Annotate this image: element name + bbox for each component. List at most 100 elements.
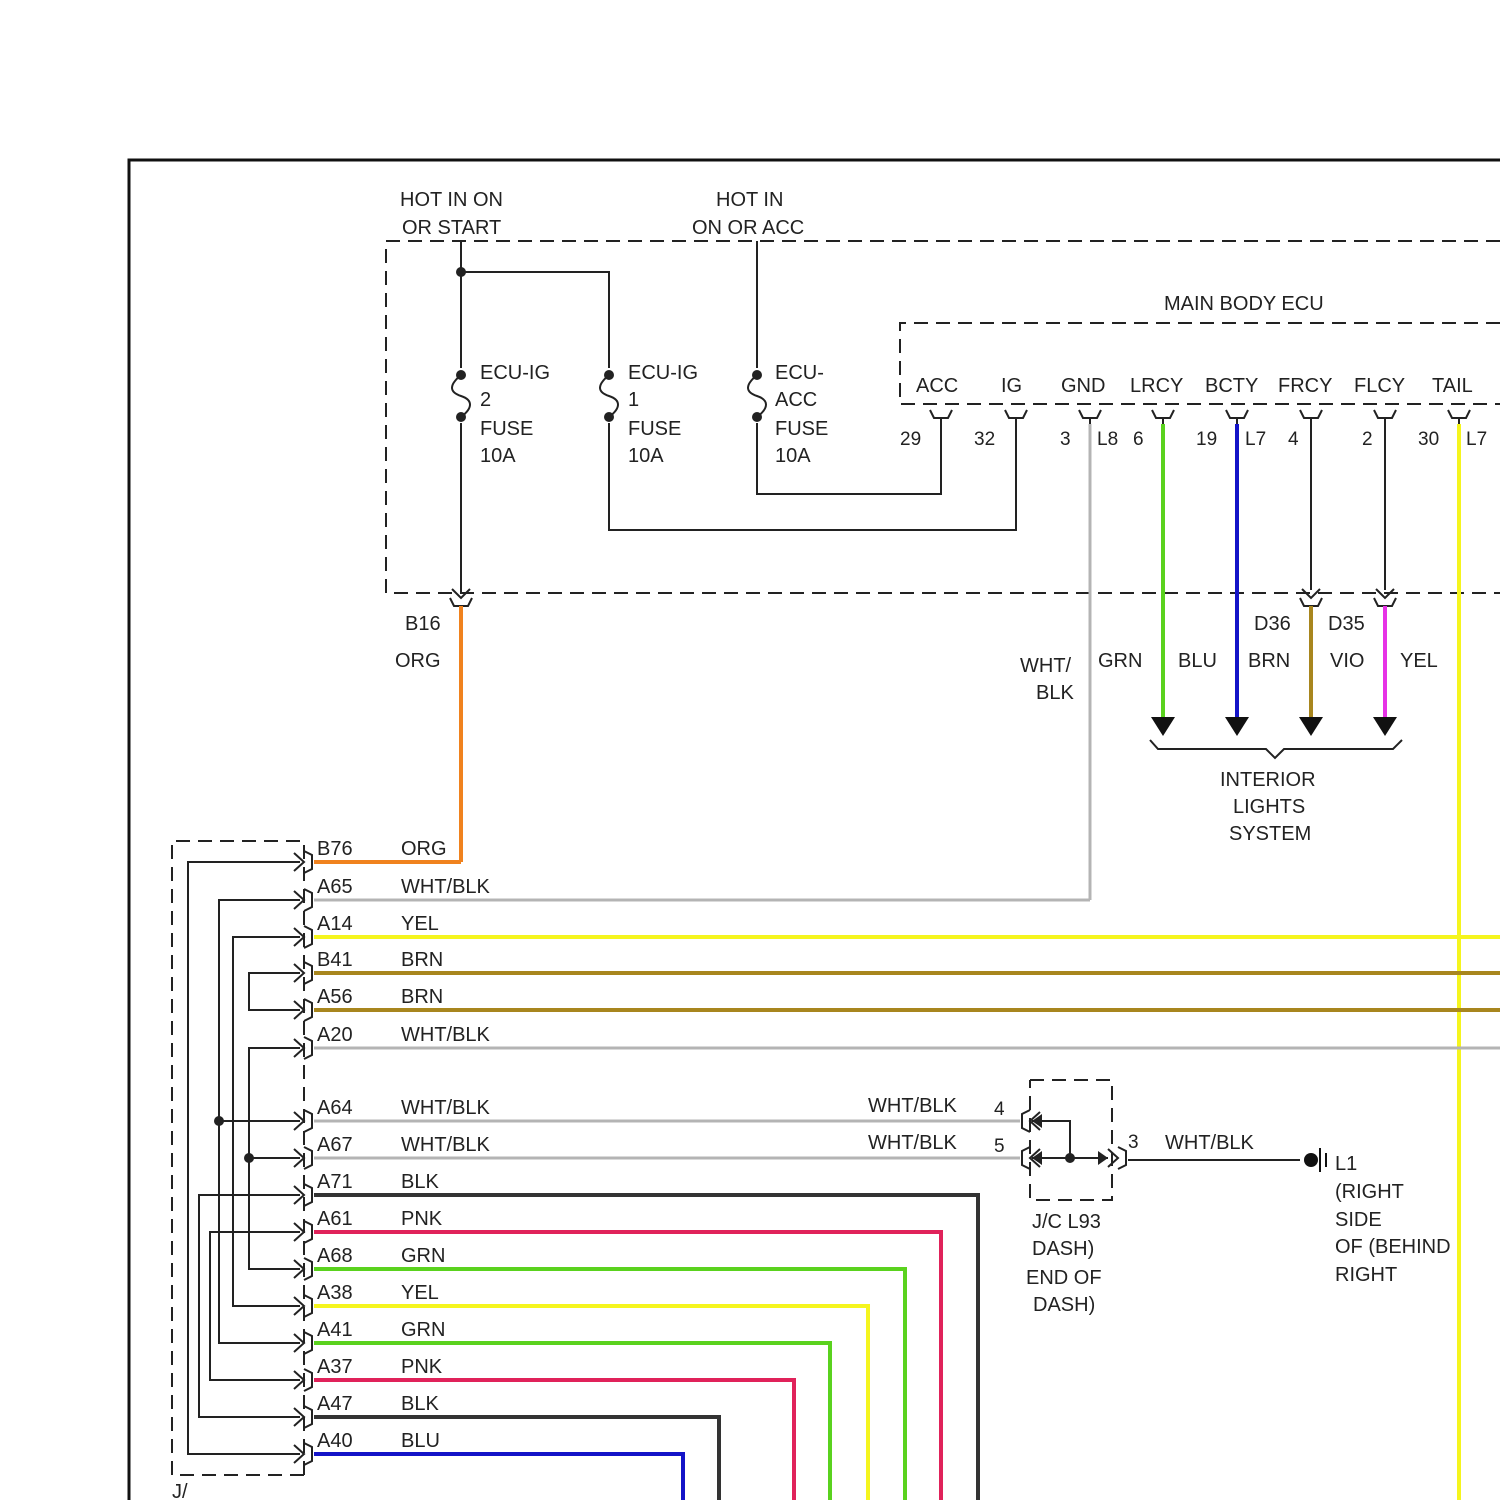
fuse-ecu-acc-symbol xyxy=(748,370,766,422)
jc-l93-wire-out-label: WHT/BLK xyxy=(1165,1132,1255,1154)
interior-lights-label-2: LIGHTS xyxy=(1233,796,1305,818)
junction-pin-b76-label: B76 xyxy=(317,838,353,860)
ecu-terminal-gnd: GND xyxy=(1061,375,1105,397)
junction-pin-a14-label: A14 xyxy=(317,913,353,935)
jc-l93-caption-1: J/C L93 xyxy=(1032,1211,1101,1233)
junction-pin-a68-label: A68 xyxy=(317,1245,353,1267)
hot-in-on-acc-line2: ON OR ACC xyxy=(692,217,804,239)
ecu-connector-acc-glyph xyxy=(930,410,952,424)
fuse-ecu-ig2-label-1: ECU-IG xyxy=(480,362,550,384)
junction-pin-a56-label: A56 xyxy=(317,986,353,1008)
junction-color-b76-label: ORG xyxy=(401,838,447,860)
interior-lights-label-1: INTERIOR xyxy=(1220,769,1316,791)
junction-wire-a40 xyxy=(314,1454,683,1500)
junction-pin-b41-label: B41 xyxy=(317,949,353,971)
fuse-ecu-ig1-symbol xyxy=(600,370,618,422)
junction-pin-a40-label: A40 xyxy=(317,1430,353,1452)
main-body-ecu-boundary xyxy=(900,323,1500,404)
junction-internal-bus xyxy=(188,862,300,1454)
ground-l1-label-2: (RIGHT xyxy=(1335,1181,1404,1203)
junction-color-a61-label: PNK xyxy=(401,1208,443,1230)
junction-color-a71-label: BLK xyxy=(401,1171,439,1193)
bcty-wire-label: BLU xyxy=(1178,650,1217,672)
ecu-pin-3: 3 xyxy=(1060,429,1071,450)
b16-pin-label: B16 xyxy=(405,613,441,635)
main-body-ecu-title: MAIN BODY ECU xyxy=(1164,293,1324,315)
junction-color-a67-label: WHT/BLK xyxy=(401,1134,491,1156)
gnd-wire-label-2: BLK xyxy=(1036,682,1074,704)
ground-l1-label-4: OF (BEHIND xyxy=(1335,1236,1451,1258)
fuse-ecu-ig2-label-3: FUSE xyxy=(480,418,533,440)
jc-l93-caption-2: DASH) xyxy=(1032,1238,1094,1260)
junction-color-a56-label: BRN xyxy=(401,986,443,1008)
ecu-pin-l8: L8 xyxy=(1097,429,1118,450)
ecu-connector-ig-glyph xyxy=(1005,410,1027,424)
ecu-terminal-flcy: FLCY xyxy=(1354,375,1405,397)
lrcy-wire-label: GRN xyxy=(1098,650,1142,672)
flcy-wire-label: VIO xyxy=(1330,650,1364,672)
junction-wire-a38 xyxy=(314,1306,868,1500)
jc-l93-pin-4: 4 xyxy=(994,1099,1005,1120)
fuse-ecu-acc-label-1: ECU- xyxy=(775,362,824,384)
frcy-connector-pin: D36 xyxy=(1254,613,1291,635)
junction-pin-a47-label: A47 xyxy=(317,1393,353,1415)
junction-pin-a41-label: A41 xyxy=(317,1319,353,1341)
ecu-pin-6: 6 xyxy=(1133,429,1144,450)
jc-l93-pin-5: 5 xyxy=(994,1136,1005,1157)
ecu-terminal-ig: IG xyxy=(1001,375,1022,397)
fuse-ecu-ig2-label-2: 2 xyxy=(480,389,491,411)
junction-color-a41-label: GRN xyxy=(401,1319,445,1341)
flcy-lower-connector-glyph xyxy=(1374,589,1396,606)
ecu-terminal-tail: TAIL xyxy=(1432,375,1473,397)
frcy-lower-connector-glyph xyxy=(1300,589,1322,606)
ecu-pin-4: 4 xyxy=(1288,429,1299,450)
ecu-connector-frcy-glyph xyxy=(1300,410,1322,424)
jc-l93-caption-4: DASH) xyxy=(1033,1294,1095,1316)
junction-color-a38-label: YEL xyxy=(401,1282,439,1304)
ecu-connector-lrcy-glyph xyxy=(1152,410,1174,424)
jc-l93-internal-wiring xyxy=(1032,1114,1108,1165)
interior-lights-label-3: SYSTEM xyxy=(1229,823,1311,845)
hot-in-on-start-line2: OR START xyxy=(402,217,501,239)
ecu-pin-l7: L7 xyxy=(1245,429,1266,450)
fuse-ecu-acc-label-4: 10A xyxy=(775,445,811,467)
interior-lights-arrows xyxy=(1150,717,1402,758)
junction-pin-a20-label: A20 xyxy=(317,1024,353,1046)
junction-pin-a67-label: A67 xyxy=(317,1134,353,1156)
junction-wire-a47 xyxy=(314,1417,719,1500)
ecu-terminal-frcy: FRCY xyxy=(1278,375,1332,397)
ground-l1-label-1: L1 xyxy=(1335,1153,1357,1175)
junction-color-a47-label: BLK xyxy=(401,1393,439,1415)
junction-color-a14-label: YEL xyxy=(401,913,439,935)
ecu-connector-flcy-glyph xyxy=(1374,410,1396,424)
ecu-pin-32: 32 xyxy=(974,429,995,450)
fuse-ecu-ig1-label-2: 1 xyxy=(628,389,639,411)
ecu-connector-bcty-glyph xyxy=(1226,410,1248,424)
fuse-ecu-ig1-label-1: ECU-IG xyxy=(628,362,698,384)
junction-pin-a38-label: A38 xyxy=(317,1282,353,1304)
junction-wire-a37 xyxy=(314,1380,794,1500)
fuse-ecu-ig2-symbol xyxy=(452,370,470,422)
ecu-terminal-lrcy: LRCY xyxy=(1130,375,1183,397)
ecu-terminal-bcty: BCTY xyxy=(1205,375,1258,397)
fuse-feed-wiring xyxy=(456,241,1016,592)
fuse-ecu-acc-label-3: FUSE xyxy=(775,418,828,440)
flcy-connector-pin: D35 xyxy=(1328,613,1365,635)
fuse-ecu-acc-label-2: ACC xyxy=(775,389,817,411)
ecu-pin-30: 30 xyxy=(1418,429,1439,450)
fuse-ecu-ig2-label-4: 10A xyxy=(480,445,516,467)
ecu-pin-l7-tail: L7 xyxy=(1466,429,1487,450)
ecu-connector-tail-glyph xyxy=(1448,410,1470,424)
jc-l93-wire-in-1-label: WHT/BLK xyxy=(868,1095,958,1117)
junction-pin-a65-label: A65 xyxy=(317,876,353,898)
junction-pin-a61-label: A61 xyxy=(317,1208,353,1230)
junction-wire-a41 xyxy=(314,1343,830,1500)
junction-color-a64-label: WHT/BLK xyxy=(401,1097,491,1119)
jc-l93-pin-3-glyph xyxy=(1108,1147,1126,1169)
junction-pin-a37-label: A37 xyxy=(317,1356,353,1378)
junction-pin-a71-label: A71 xyxy=(317,1171,353,1193)
jc-l93-caption-3: END OF xyxy=(1026,1267,1102,1289)
b16-color-label: ORG xyxy=(395,650,441,672)
fuse-ecu-ig1-label-3: FUSE xyxy=(628,418,681,440)
